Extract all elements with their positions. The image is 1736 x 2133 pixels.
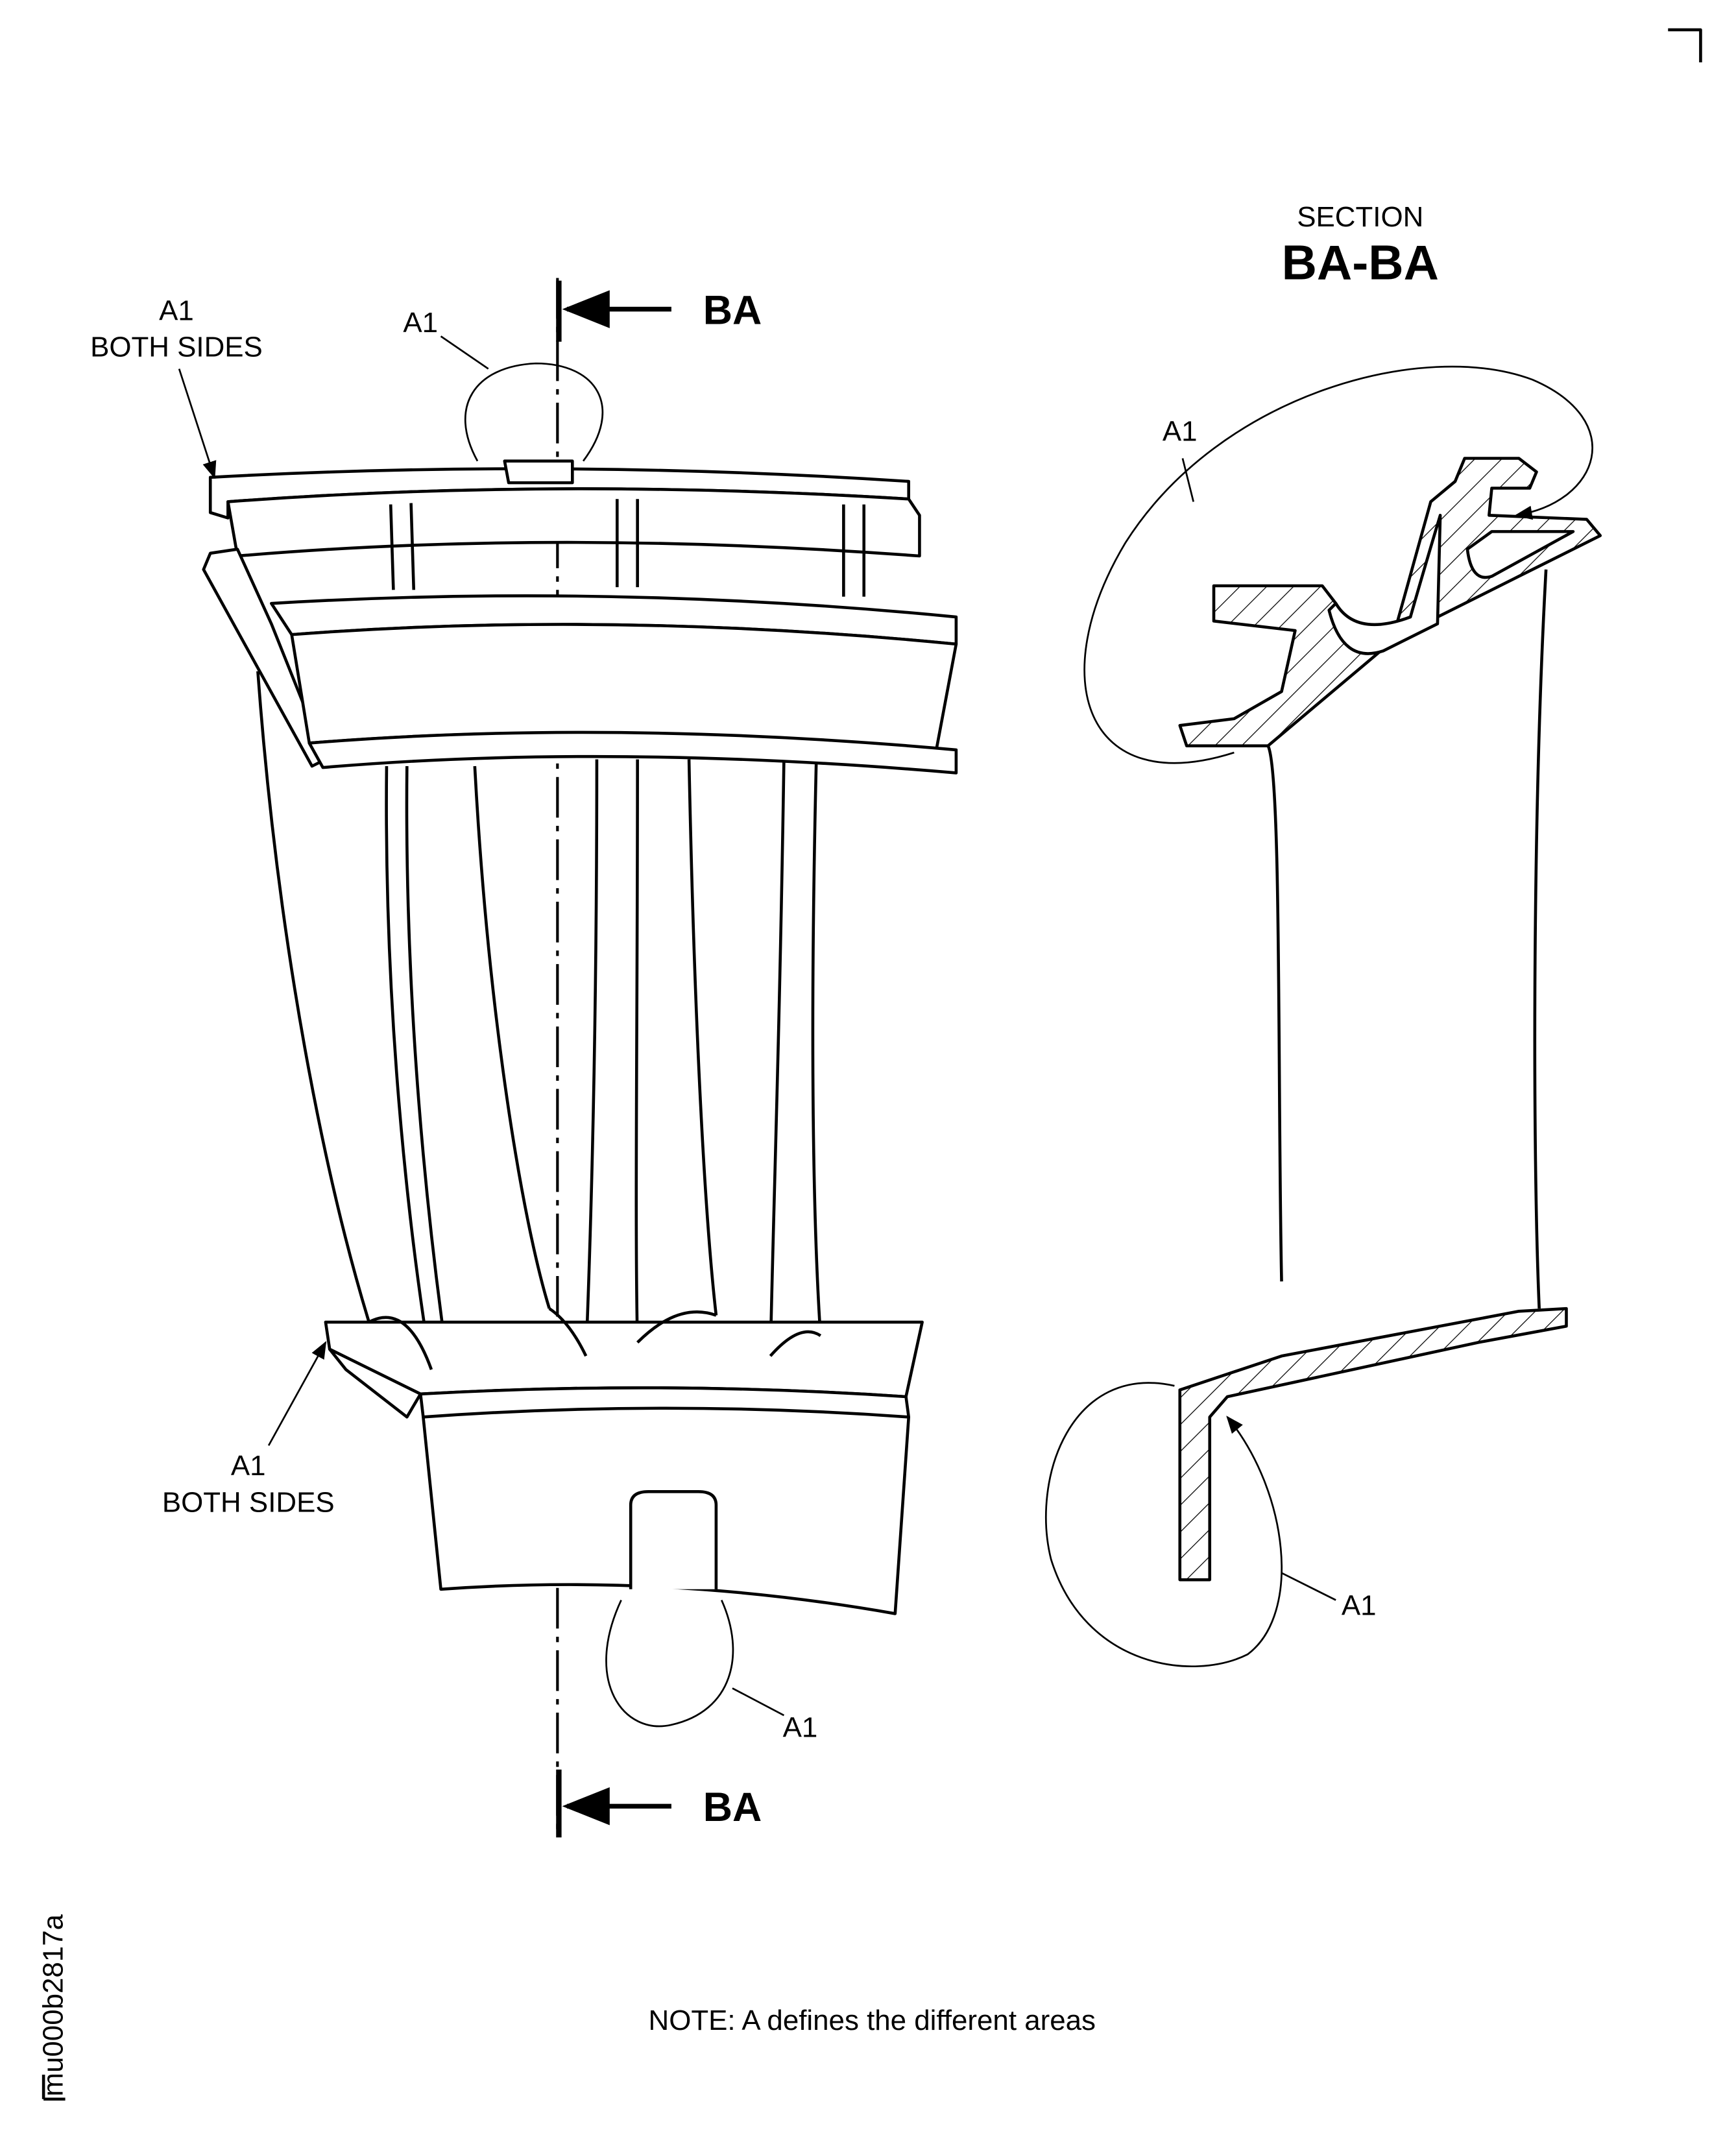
callout-label-top-left: A1	[159, 295, 194, 326]
section-arrow-top	[556, 280, 671, 342]
callout-label-top: A1	[403, 307, 438, 339]
callout-note-top-left: BOTH SIDES	[90, 331, 263, 363]
corner-mark	[1668, 28, 1702, 63]
section-callout-top: A1	[1163, 415, 1198, 447]
section-view	[1045, 365, 1602, 1668]
section-marker-bottom: BA	[703, 1785, 762, 1830]
section-marker-top: BA	[703, 288, 762, 333]
note-text: NOTE: A defines the different areas	[649, 2005, 1096, 2036]
leader-bottom-left	[267, 1340, 327, 1446]
figure-id: mu000b2817a	[37, 1914, 69, 2096]
section-arrow-bottom	[556, 1769, 671, 1838]
section-heading: SECTION	[1297, 201, 1423, 233]
callout-note-bottom-left: BOTH SIDES	[162, 1487, 335, 1519]
callout-bottom	[605, 1599, 734, 1728]
section-callout-bottom: A1	[1342, 1590, 1377, 1622]
blade-front-view	[202, 467, 958, 1615]
section-title: BA-BA	[1282, 235, 1439, 290]
callout-top	[440, 335, 604, 485]
callout-label-bottom-left: A1	[231, 1450, 266, 1482]
callout-label-bottom: A1	[783, 1712, 818, 1744]
leader-top-left	[178, 368, 217, 479]
